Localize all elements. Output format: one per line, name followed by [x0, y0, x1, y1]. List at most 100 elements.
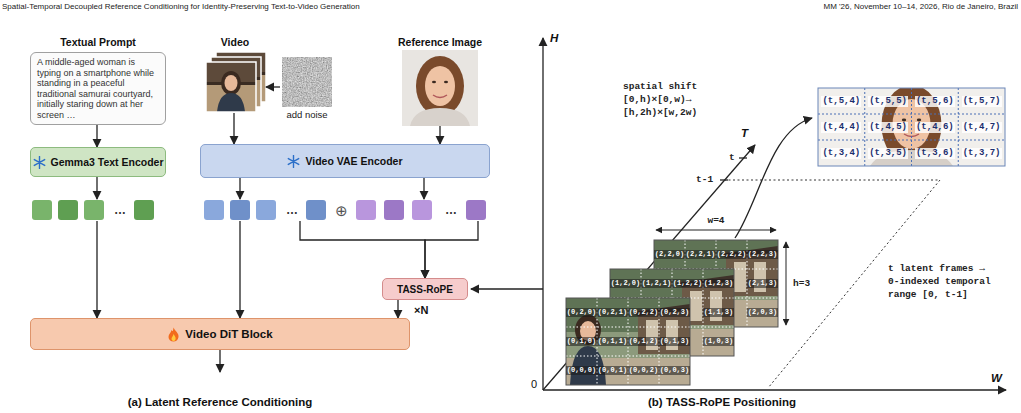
latent-frame — [610, 269, 734, 356]
position-index: (2,2,1) — [685, 250, 715, 259]
axis-label: W — [991, 372, 1002, 385]
position-index: (t,5,7) — [962, 96, 1002, 107]
dimension-label: h=3 — [793, 277, 810, 290]
video-frame — [206, 62, 256, 112]
rope-box: TASS-RoPE — [382, 278, 468, 300]
position-index: (2,0,3) — [747, 308, 777, 317]
height-dimension — [786, 242, 787, 325]
position-index: (t,3,7) — [962, 148, 1002, 159]
encoder-box: Video VAE Encoder — [200, 144, 490, 178]
position-index: (1,2,2) — [672, 279, 702, 288]
position-index: (0,2,0) — [566, 308, 596, 317]
position-index: (0,0,2) — [628, 366, 658, 375]
ellipsis: … — [282, 199, 302, 221]
position-index: (1,2,0) — [610, 279, 640, 288]
noise-picture — [282, 57, 332, 107]
panel-caption: (b) TASS-RoPE Positioning — [648, 396, 796, 409]
heading: Textual Prompt — [30, 36, 166, 49]
axis-origin: 0 — [531, 378, 537, 391]
connector — [300, 221, 425, 278]
position-index: (t,3,4) — [821, 148, 861, 159]
position-index: (2,2,3) — [747, 250, 777, 259]
connector — [439, 126, 440, 144]
position-index: (t,4,5) — [868, 122, 908, 133]
text-tokens — [32, 200, 154, 220]
position-index: (2,2,0) — [654, 250, 684, 259]
ellipsis: … — [440, 199, 462, 221]
shift-note: spatial shift [0,h)×[0,w)→ [h,2h)×[w,2w) — [623, 80, 707, 119]
position-index: (1,2,1) — [641, 279, 671, 288]
concat-symbol: ⊕ — [335, 202, 348, 219]
position-index: (0,1,2) — [628, 337, 658, 346]
position-index: (0,1,0) — [566, 337, 596, 346]
dimension-label: w=4 — [706, 214, 725, 227]
h-axis — [542, 38, 543, 390]
axis-label: H — [550, 32, 558, 45]
position-index: (t,5,6) — [915, 96, 955, 107]
connector — [397, 300, 398, 318]
reference-tokens — [356, 200, 486, 220]
video-input: Video — [204, 36, 266, 113]
position-index: (0,1,3) — [659, 337, 689, 346]
running-header: MM '26, November 10–14, 2026, Rio de Jan… — [823, 2, 1018, 12]
axes — [543, 38, 1006, 390]
token-row: … — [204, 199, 326, 221]
ellipsis: … — [110, 199, 130, 221]
encoder-box: Gemma3 Text Encoder — [30, 147, 166, 177]
panel-caption: (a) Latent Reference Conditioning — [128, 396, 313, 409]
prompt-box: Textual Prompt A middle-aged woman is typ… — [30, 36, 166, 125]
connector — [425, 221, 478, 278]
position-index: (0,0,1) — [597, 366, 627, 375]
output-arrow — [219, 350, 220, 372]
position-index: (0,2,2) — [628, 308, 658, 317]
connector — [96, 221, 97, 318]
snowflake-icon — [33, 156, 46, 169]
position-index: (1,2,3) — [703, 279, 733, 288]
reference-grid — [818, 85, 1005, 166]
connector — [96, 177, 97, 199]
position-index: (0,1,1) — [597, 337, 627, 346]
position-index: (t,4,6) — [915, 122, 955, 133]
latent-frame — [654, 240, 778, 327]
position-index: (t,5,4) — [821, 96, 861, 107]
width-dimension — [656, 230, 776, 231]
connector — [239, 221, 240, 318]
shift-arrow — [735, 118, 812, 238]
token-row: … — [32, 199, 154, 221]
icon — [33, 156, 46, 169]
heading: Video — [204, 36, 266, 49]
axis-tick-label: t-1 — [696, 173, 713, 186]
caption: add noise — [280, 109, 334, 121]
position-index: (t,4,7) — [962, 122, 1002, 133]
latent-frame — [566, 298, 690, 385]
axis-label: T — [741, 127, 748, 140]
box-label: Video VAE Encoder — [305, 155, 402, 167]
position-index: (2,2,2) — [716, 250, 746, 259]
box-label: Video DiT Block — [185, 328, 272, 340]
video-tokens — [204, 200, 326, 220]
position-index: (t,3,6) — [915, 148, 955, 159]
video-frames-picture — [206, 52, 266, 112]
heading: Reference Image — [392, 36, 488, 49]
connector — [233, 113, 234, 144]
flame-icon — [167, 327, 180, 342]
position-index: (t,4,4) — [821, 122, 861, 133]
repeat-count: ×N — [414, 304, 428, 317]
picture-area — [280, 56, 334, 108]
reference-face-picture — [402, 50, 478, 126]
frame-border — [206, 62, 256, 112]
connector — [96, 125, 97, 147]
icon — [167, 327, 180, 342]
position-index: (2,1,3) — [747, 279, 777, 288]
connector — [423, 178, 424, 199]
picture-area — [204, 49, 266, 113]
noise-input: add noise — [280, 56, 334, 121]
prompt-text: A middle-aged woman is typing on a smart… — [30, 52, 166, 125]
position-index: (0,2,3) — [659, 308, 689, 317]
position-index: (1,1,3) — [703, 308, 733, 317]
w-axis — [543, 389, 1006, 390]
position-index: (0,2,1) — [597, 308, 627, 317]
positioning-arrow — [471, 288, 543, 289]
position-index: (0,0,0) — [566, 366, 596, 375]
